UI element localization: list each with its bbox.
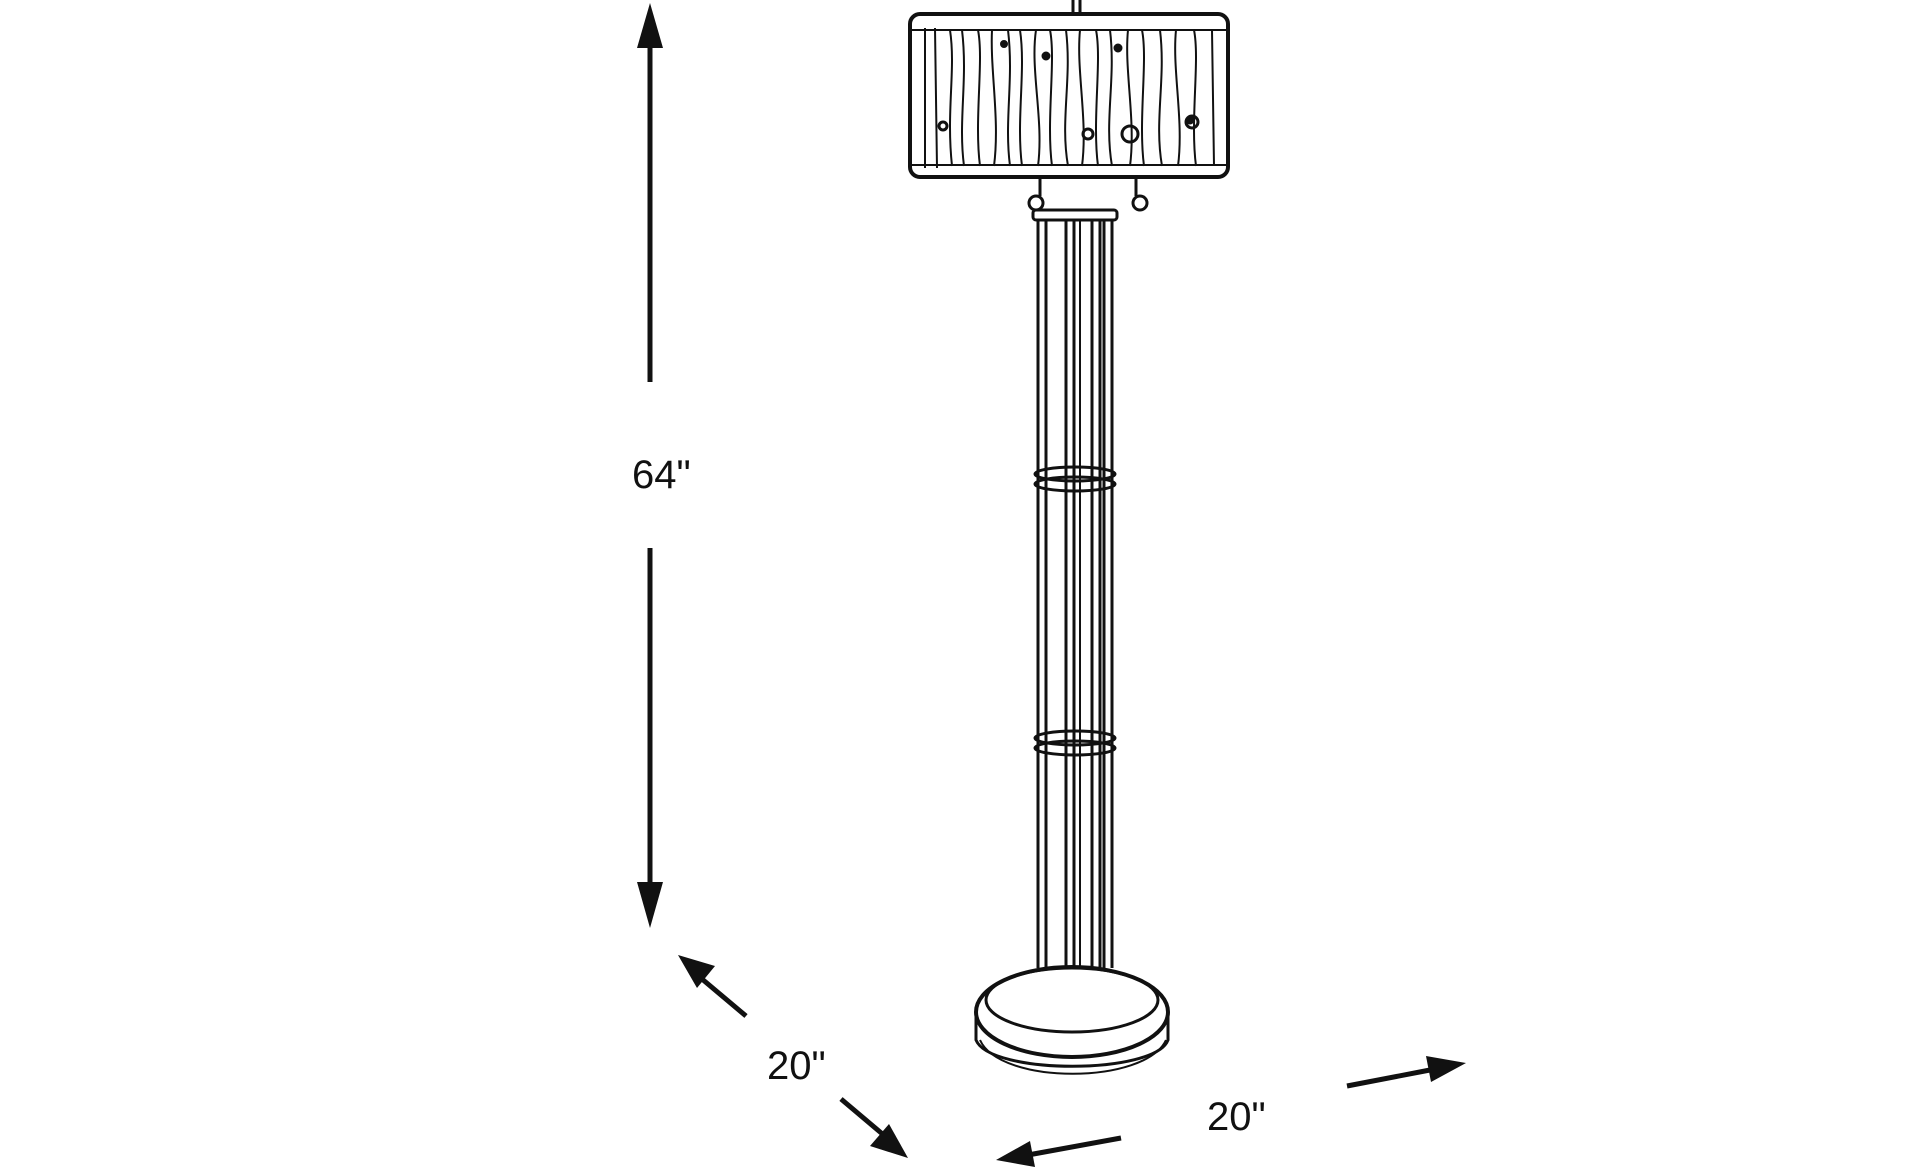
height-label: 64" <box>632 453 691 497</box>
depth-label: 20" <box>767 1044 826 1088</box>
width-label: 20" <box>1207 1095 1266 1139</box>
depth-dimension-arrow <box>678 955 908 1158</box>
lamp-base <box>974 965 1170 1075</box>
width-dimension-arrow <box>996 1056 1466 1167</box>
height-dimension-arrow <box>637 3 663 928</box>
pull-chains <box>1027 178 1149 212</box>
lamp-shade <box>908 12 1230 179</box>
floor-lamp-illustration <box>908 0 1230 1075</box>
lamp-column <box>1031 208 1119 978</box>
